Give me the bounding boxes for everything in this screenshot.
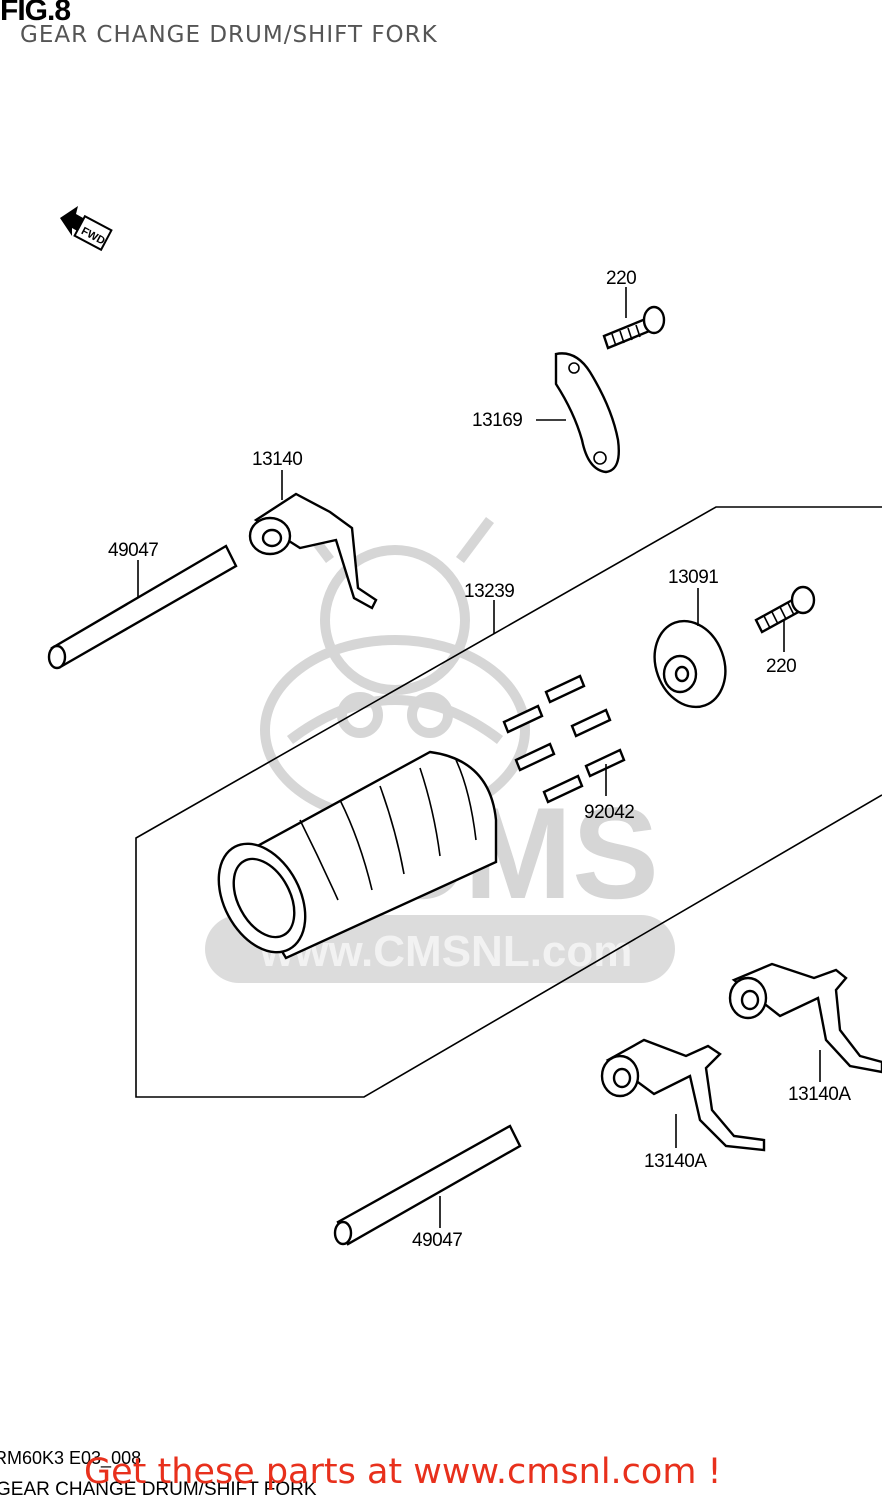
stopper-plate [554,352,620,474]
footer-title: GEAR CHANGE DRUM/SHIFT FORK [0,1479,317,1500]
assembly-outline [135,506,882,1098]
pins [502,674,626,804]
label-stopper-plate: 13169 [472,410,522,431]
label-bolt-top: 220 [606,268,636,289]
shift-fork-right [728,962,882,1074]
fig-subtitle: GEAR CHANGE DRUM/SHIFT FORK [20,22,438,48]
label-shift-fork-right: 13140A [788,1084,851,1105]
label-fork-shaft-lower: 49047 [412,1230,462,1251]
label-fork-shaft-upper: 49047 [108,540,158,561]
cta-link[interactable]: Get these parts at www.cmsnl.com ! [84,1452,722,1492]
bolt-right [754,585,816,634]
label-cam-plate: 13091 [668,567,718,588]
fwd-arrow-icon: FWD [60,206,113,252]
label-bolt-right: 220 [766,656,796,677]
footer-code: RM60K3 E03_008 [0,1448,142,1468]
label-gear-change-drum: 13239 [464,581,514,602]
fig-number: FIG.8 [0,0,71,27]
label-shift-fork-lower: 13140A [644,1151,707,1172]
label-pins: 92042 [584,802,634,823]
cam-plate [653,619,727,709]
bolt-top [602,305,666,350]
shift-fork-upper [248,492,378,610]
gear-change-drum [217,750,498,960]
shift-fork-lower [600,1038,766,1152]
fork-shaft-lower [333,1124,522,1246]
fork-shaft-upper [47,544,238,670]
label-shift-fork-upper: 13140 [252,449,302,470]
